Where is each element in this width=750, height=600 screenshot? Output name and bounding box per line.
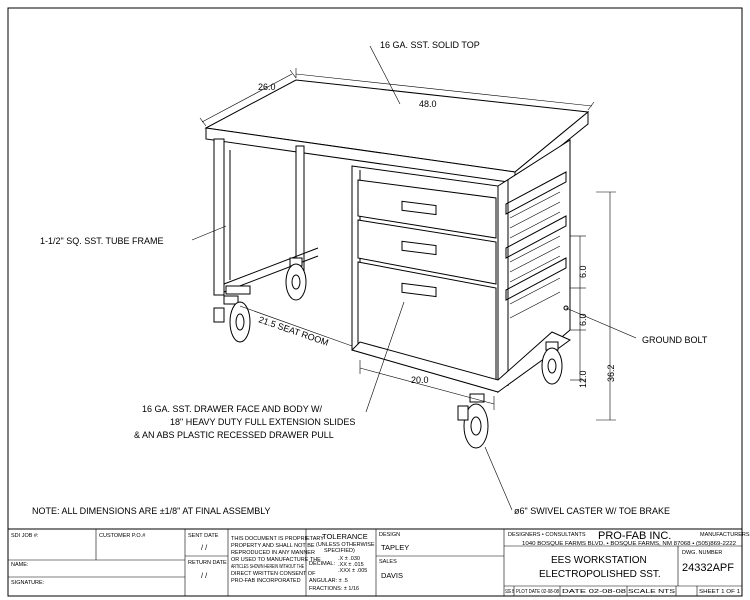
tb-dwg-number: 24332APF (682, 562, 734, 574)
dim-depth: 26.0 (258, 82, 276, 92)
callout-tube-frame: 1-1/2" SQ. SST. TUBE FRAME (40, 236, 164, 246)
tb-decimal-row-3: .XXX ± .005 (338, 568, 367, 574)
tb-sent-date-value: / / (201, 543, 208, 552)
dim-cabinet-width: 20.0 (411, 375, 429, 385)
dimension-lines (199, 68, 616, 421)
tb-decimal-row-2: .XX ± .015 (338, 562, 364, 568)
general-note: NOTE: ALL DIMENSIONS ARE ±1/8" AT FINAL … (32, 506, 271, 516)
tb-manufacturers: MANUFACTURERS (700, 532, 750, 538)
tb-return-date: RETURN DATE (188, 560, 227, 566)
tb-dwg-label: DWG. NUMBER (682, 550, 722, 556)
tb-sheet: SHEET 1 OF 1 (699, 589, 740, 595)
dim-overall-height: 36.2 (606, 364, 616, 382)
drawer-slides (505, 171, 567, 319)
tb-decimal-row-1: .X ± .030 (338, 556, 360, 562)
dim-width: 48.0 (419, 99, 437, 109)
tb-proprietary-6: DIRECT WRITTEN CONSENT OF (231, 571, 316, 577)
tb-decimal-label: DECIMAL: (309, 561, 335, 567)
caster-rear-right (541, 341, 563, 385)
caster-front-right (457, 393, 489, 449)
dim-seat-room: 21.5 SEAT ROOM (257, 314, 329, 347)
tb-sent-date: SENT DATE (188, 533, 219, 539)
dim-drawer-h1: 6.0 (578, 265, 588, 278)
tb-address: 1040 BOSQUE FARMS BLVD. • BOSQUE FARMS, … (522, 541, 736, 547)
caster-front-left (213, 295, 251, 343)
tb-proprietary-2: PROPERTY AND SHALL NOT BE (231, 543, 315, 549)
drawer-middle (357, 219, 497, 285)
tb-angular: ANGULAR: ± .5 (309, 578, 348, 584)
cabinet-base (351, 331, 571, 393)
tb-proprietary-7: PRO-FAB INCORPORATED (231, 578, 301, 584)
tb-drawing-title-2: ELECTROPOLISHED SST. (539, 569, 661, 580)
tb-plot-date: PLOT DATE 02-08-08 (516, 589, 559, 595)
callout-drawer-line-1: 16 GA. SST. DRAWER FACE AND BODY W/ (142, 404, 323, 414)
tb-customer-po: CUSTOMER P.O.# (99, 533, 146, 539)
tb-size: SIZE B (505, 589, 514, 595)
dim-drawer-h2: 6.0 (578, 313, 588, 326)
tb-tolerance-title: TOLERANCE (322, 532, 368, 541)
callout-ground-bolt: GROUND BOLT (642, 335, 708, 345)
callout-drawer-line-2: 18" HEAVY DUTY FULL EXTENSION SLIDES (170, 417, 355, 427)
callout-drawer-line-3: & AN ABS PLASTIC RECESSED DRAWER PULL (134, 430, 334, 440)
tb-proprietary-3: REPRODUCED IN ANY MANNER (231, 550, 315, 556)
tb-design-label: DESIGN (379, 532, 400, 538)
tb-name: NAME: (11, 562, 29, 568)
tb-fractions: FRACTIONS: ± 1/16 (309, 586, 359, 592)
tb-proprietary-5: ARTICLES SHOWN HEREIN WITHOUT THE (231, 564, 304, 570)
tb-tolerance-sub2: SPECIFIED) (324, 548, 355, 554)
tb-company: PRO-FAB INC. (598, 530, 671, 542)
workstation-drawing (204, 79, 590, 449)
callout-solid-top: 16 GA. SST. SOLID TOP (380, 40, 480, 50)
dim-drawer-h3: 12.0 (578, 370, 588, 388)
tb-sales-value: DAVIS (381, 571, 403, 580)
tb-tolerance-sub1: (UNLESS OTHERWISE (316, 542, 375, 548)
callout-caster: ø6" SWIVEL CASTER W/ TOE BRAKE (514, 506, 670, 516)
tb-sdi-job: SDI JOB #: (11, 533, 39, 539)
callout-leaders (191, 45, 637, 511)
tb-design-value: TAPLEY (381, 543, 409, 552)
caster-rear-left (285, 257, 307, 301)
tb-signature: SIGNATURE: (11, 580, 45, 586)
tb-proprietary-1: THIS DOCUMENT IS PROPRIETARY (231, 536, 324, 542)
tb-scale: SCALE NTS (628, 589, 675, 595)
tb-proprietary-4: OR USED TO MANUFACTURE THE (231, 557, 321, 563)
tb-sales-label: SALES (379, 559, 397, 565)
tb-return-date-value: / / (201, 571, 208, 580)
title-block (7, 528, 743, 597)
tb-designers: DESIGNERS • CONSULTANTS (508, 532, 586, 538)
drawer-top (357, 179, 497, 239)
tb-date: DATE 02-08-08 (562, 589, 626, 595)
tb-drawing-title-1: EES WORKSTATION (551, 555, 647, 566)
